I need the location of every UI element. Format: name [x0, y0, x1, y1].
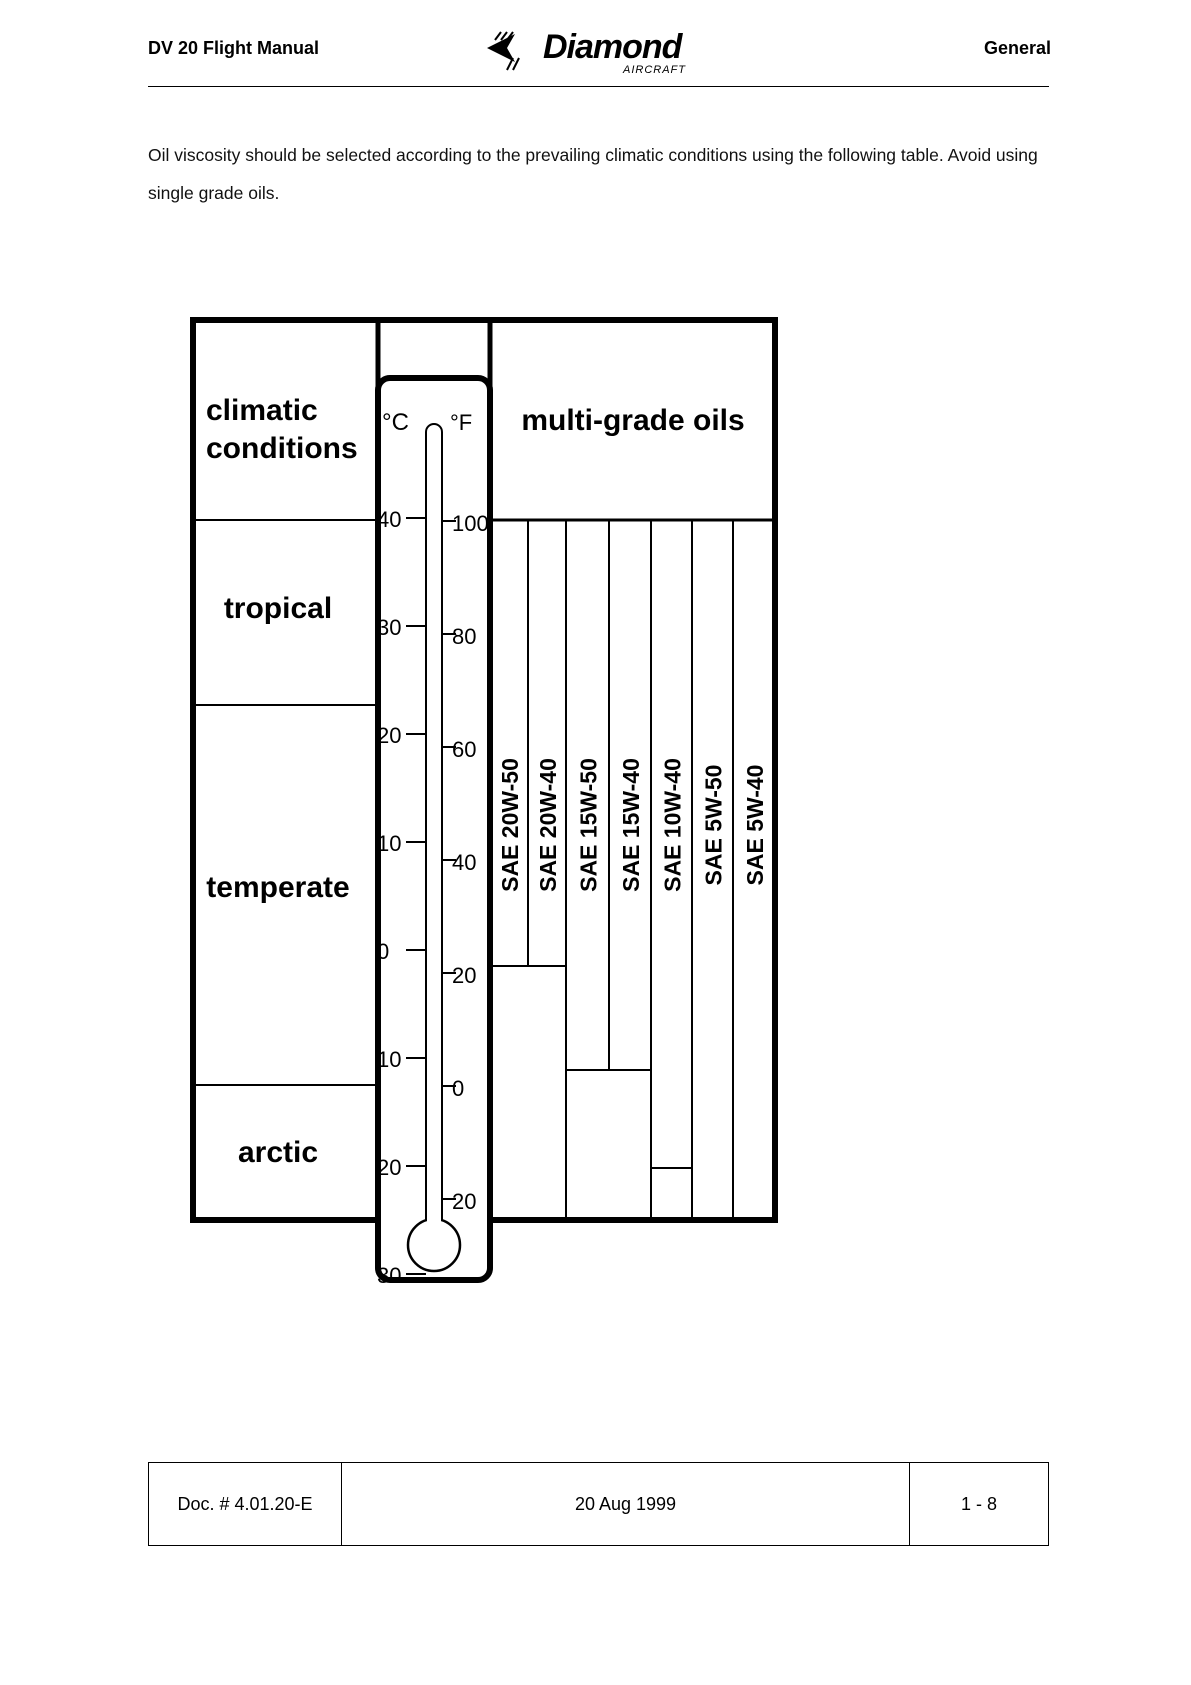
- climatic-header-line-1: climatic: [206, 394, 318, 427]
- oil-grade-label: SAE 15W-40: [618, 758, 644, 892]
- fahrenheit-tick-label: 40: [452, 850, 476, 875]
- footer-page-number: 1 - 8: [960, 1493, 998, 1514]
- zone-tropical: tropical: [224, 592, 332, 625]
- logo-subtitle: AIRCRAFT: [623, 64, 686, 76]
- logo-wordmark: Diamond: [543, 28, 682, 66]
- thermometer-tube: [425, 423, 443, 1222]
- intro-paragraph: Oil viscosity should be selected accordi…: [148, 145, 1038, 203]
- header-section: General: [983, 38, 1051, 58]
- header-title: DV 20 Flight Manual: [148, 38, 320, 58]
- footer-box: Doc. # 4.01.20-E 20 Aug 1999 1 - 8: [148, 1462, 1049, 1546]
- fahrenheit-tick-label: 60: [452, 737, 476, 762]
- celsius-tick-label: 30: [377, 1263, 401, 1288]
- oil-grade-label: SAE 10W-40: [660, 758, 686, 892]
- oil-grade-label: SAE 20W-50: [497, 758, 523, 892]
- oil-bars: SAE 20W-50 SAE 20W-40 SAE 15W-50 SAE 15W-40…: [489, 520, 775, 1221]
- celsius-tick-label: 40: [377, 507, 401, 532]
- diamond-wing-icon: [487, 31, 520, 71]
- thermometer-neck: [427, 1214, 441, 1226]
- oil-grade-label: SAE 5W-50: [701, 765, 727, 886]
- zone-arctic: arctic: [238, 1136, 318, 1169]
- header-rule: [148, 86, 1049, 87]
- oils-header: multi-grade oils: [521, 404, 744, 437]
- oil-grade-label: SAE 15W-50: [576, 758, 602, 892]
- oil-grade-label: SAE 5W-40: [742, 765, 768, 886]
- celsius-scale: 40 30 20 10 0 10 20 30: [377, 507, 426, 1288]
- fahrenheit-unit: °F: [450, 410, 472, 435]
- celsius-tick-label: 20: [377, 723, 401, 748]
- fahrenheit-tick-label: 20: [452, 963, 476, 988]
- fahrenheit-tick-label: 20: [452, 1189, 476, 1214]
- thermometer-bulb: [406, 1217, 462, 1273]
- celsius-unit: °C: [382, 409, 409, 436]
- fahrenheit-tick-label: 80: [452, 624, 476, 649]
- footer-date: 20 Aug 1999: [342, 1463, 910, 1545]
- celsius-tick-label: 10: [377, 831, 401, 856]
- fahrenheit-scale: 100 80 60 40 20 0 20: [442, 511, 489, 1214]
- climatic-header-line-2: conditions: [206, 432, 358, 465]
- celsius-tick-label: 10: [377, 1047, 401, 1072]
- zone-temperate: temperate: [206, 871, 349, 904]
- oil-grade-label: SAE 20W-40: [535, 758, 561, 892]
- fahrenheit-tick-label: 0: [452, 1076, 464, 1101]
- diamond-logo: Diamond AIRCRAFT: [485, 28, 725, 84]
- celsius-tick-label: 30: [377, 615, 401, 640]
- footer-doc-number: Doc. # 4.01.20-E: [149, 1463, 342, 1545]
- fahrenheit-tick-label: 100: [452, 511, 489, 536]
- celsius-tick-label: 20: [377, 1155, 401, 1180]
- celsius-tick-label: 0: [377, 939, 389, 964]
